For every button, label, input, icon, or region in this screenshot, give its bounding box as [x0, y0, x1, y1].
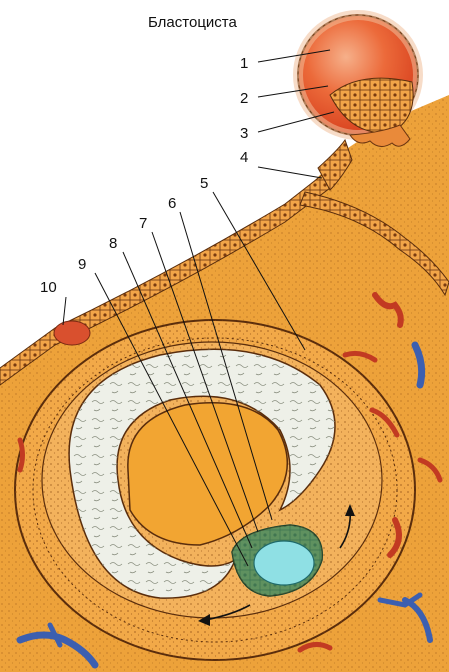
callout-9: 9 — [78, 256, 86, 273]
callout-1: 1 — [240, 55, 248, 72]
callout-10: 10 — [40, 279, 57, 296]
callout-6: 6 — [168, 195, 176, 212]
callout-7: 7 — [139, 215, 147, 232]
callout-4: 4 — [240, 149, 248, 166]
callout-8: 8 — [109, 235, 117, 252]
callout-5: 5 — [200, 175, 208, 192]
amniotic-cavity — [254, 541, 314, 585]
callout-2: 2 — [240, 90, 248, 107]
callout-3: 3 — [240, 125, 248, 142]
structure-10-bump — [54, 321, 90, 345]
